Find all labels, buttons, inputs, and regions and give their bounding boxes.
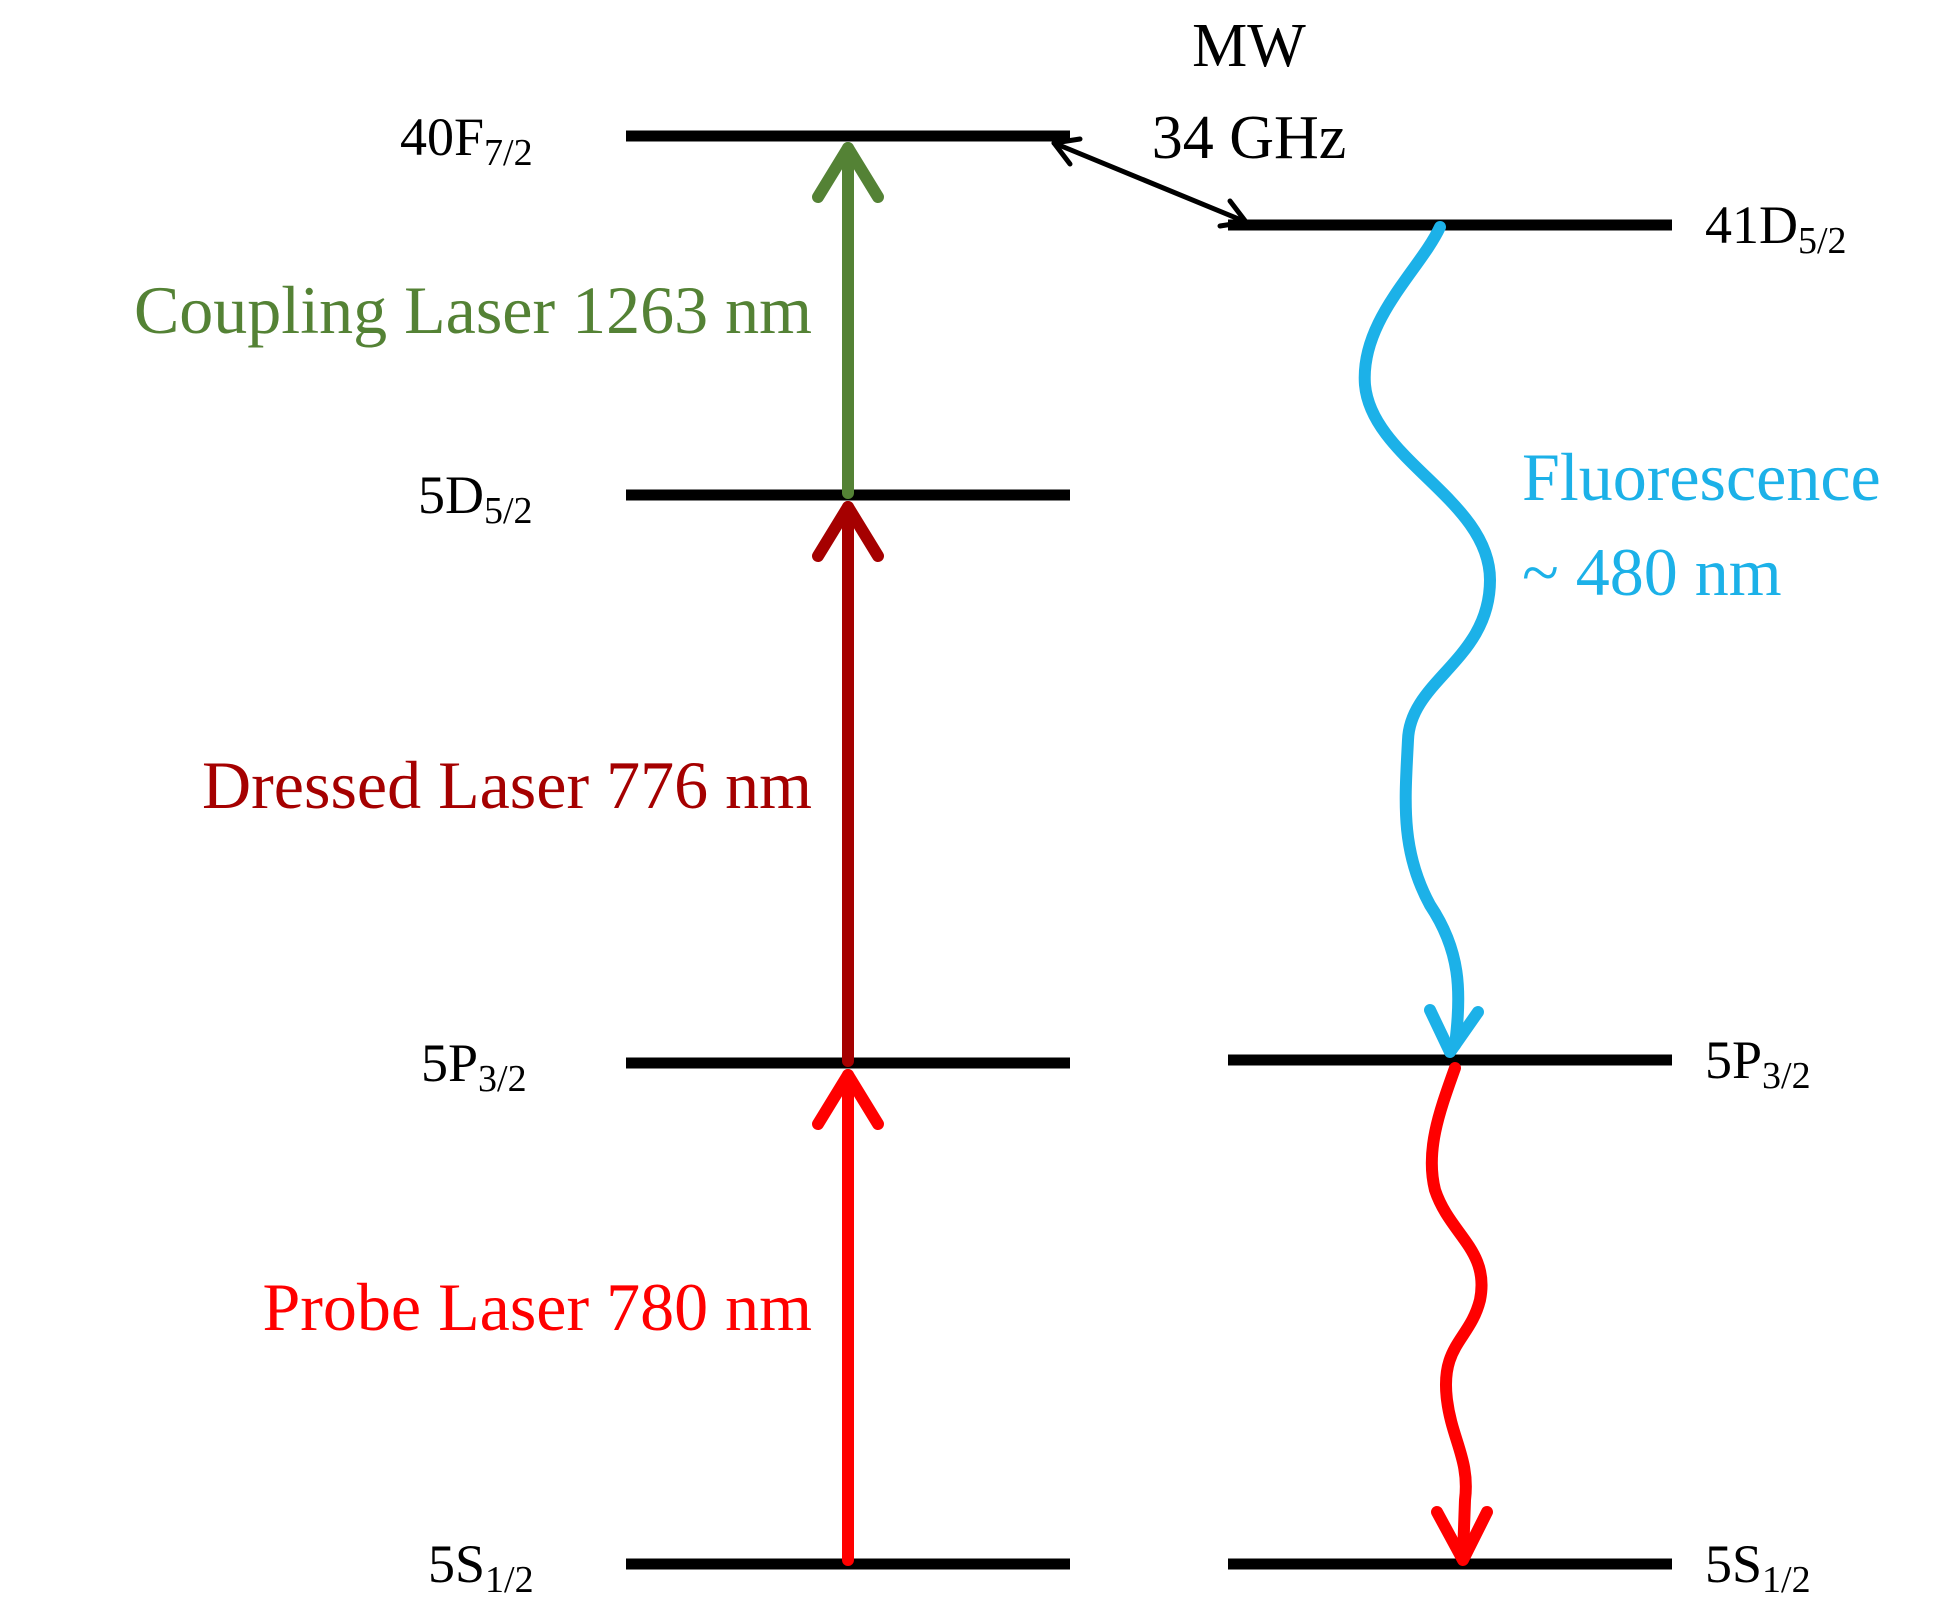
coupling-laser-label: Coupling Laser 1263 nm	[134, 272, 812, 348]
decay-wavy-arrow	[1425, 1062, 1493, 1566]
mw-label: MW 34 GHz	[1152, 12, 1347, 172]
fluorescence-arrowhead-icon	[1424, 1004, 1484, 1058]
level-label-5P-left: 5P3/2	[421, 1033, 527, 1100]
level-label-40F: 40F7/2	[400, 107, 533, 174]
laser-labels: Coupling Laser 1263 nm Dressed Laser 776…	[134, 272, 812, 1345]
probe-laser-label: Probe Laser 780 nm	[262, 1269, 812, 1345]
fluorescence-wavy-arrow	[1358, 221, 1496, 1058]
level-labels: 40F7/2 5D5/2 5P3/2 5S1/2 41D5/2 5P3/2 5S…	[400, 107, 1847, 1601]
fluorescence-label-line2: ~ 480 nm	[1522, 534, 1782, 610]
level-label-5S-left: 5S1/2	[428, 1534, 534, 1601]
decay-arrowhead-icon	[1431, 1506, 1493, 1566]
dressed-laser-arrow	[812, 501, 884, 1067]
level-label-5P-right: 5P3/2	[1705, 1030, 1811, 1097]
level-label-5S-right: 5S1/2	[1705, 1534, 1811, 1601]
probe-laser-arrow	[812, 1069, 884, 1566]
mw-double-arrow	[1051, 136, 1249, 229]
fluorescence-label-line1: Fluorescence	[1522, 439, 1881, 515]
level-label-5D: 5D5/2	[418, 465, 533, 532]
mw-label-line2: 34 GHz	[1152, 104, 1347, 172]
fluorescence-label: Fluorescence ~ 480 nm	[1522, 439, 1881, 610]
dressed-arrowhead-icon	[812, 501, 884, 562]
probe-arrowhead-icon	[812, 1069, 884, 1130]
level-label-41D: 41D5/2	[1705, 195, 1847, 262]
coupling-laser-arrow	[812, 142, 884, 499]
mw-arrowhead-right-icon	[1217, 198, 1249, 229]
energy-levels	[626, 130, 1672, 1570]
mw-label-line1: MW	[1192, 12, 1306, 80]
coupling-arrowhead-icon	[812, 142, 884, 203]
mw-arrowhead-left-icon	[1051, 136, 1083, 167]
dressed-laser-label: Dressed Laser 776 nm	[202, 747, 812, 823]
